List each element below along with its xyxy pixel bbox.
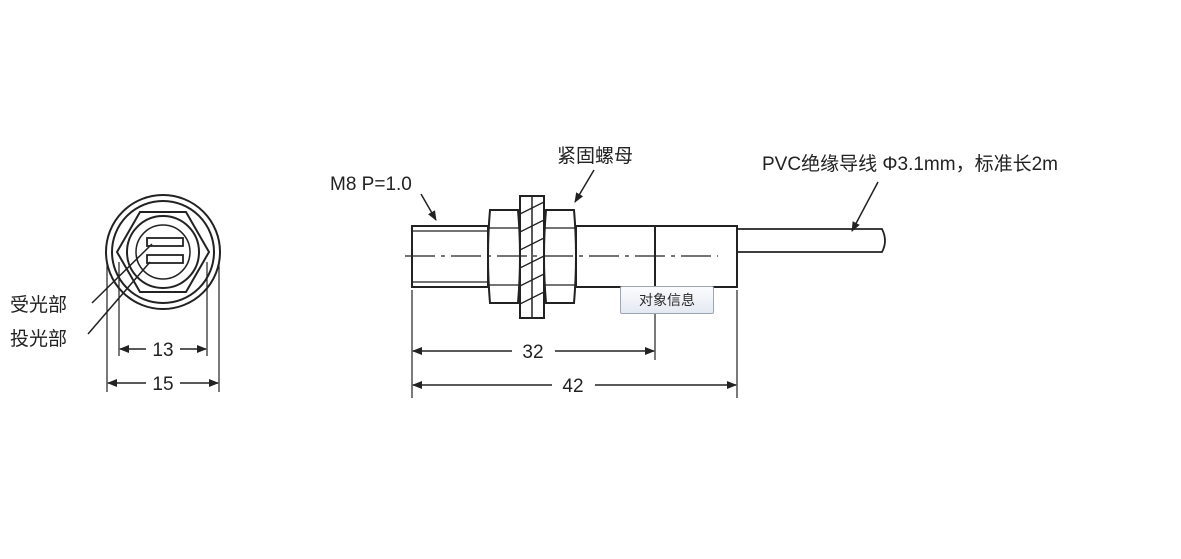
side-dimensions [412,347,737,389]
object-info-tooltip[interactable]: 对象信息 [620,286,714,314]
receiver-slot [146,237,184,247]
dim-42-label: 42 [562,376,583,397]
cable [737,228,886,253]
front-lens-circle [135,224,191,280]
receiver-leader [91,243,153,304]
emitter-label: 投光部 [10,328,67,350]
front-ring-circle [111,200,215,304]
front-outer-circle [105,194,221,310]
cable-spec-label: PVC绝缘导线 Φ3.1mm，标准长2m [762,153,1058,175]
side-view [405,169,886,398]
locknut-label: 紧固螺母 [557,145,633,167]
receiver-label: 受光部 [10,294,67,316]
locknut-leader [574,169,595,203]
thread-leader [420,193,437,221]
front-dimensions [107,345,219,387]
front-hex-nut [115,211,211,293]
front-view [87,194,221,392]
thread-spec-label: M8 P=1.0 [330,174,412,195]
dim-15-label: 15 [152,374,173,395]
cable-leader [851,181,879,232]
dim-13-label: 13 [152,340,173,361]
front-inner-circle [126,215,200,289]
emitter-slot [146,254,184,264]
washer-hatch [519,201,545,305]
dim-32-label: 32 [522,342,543,363]
